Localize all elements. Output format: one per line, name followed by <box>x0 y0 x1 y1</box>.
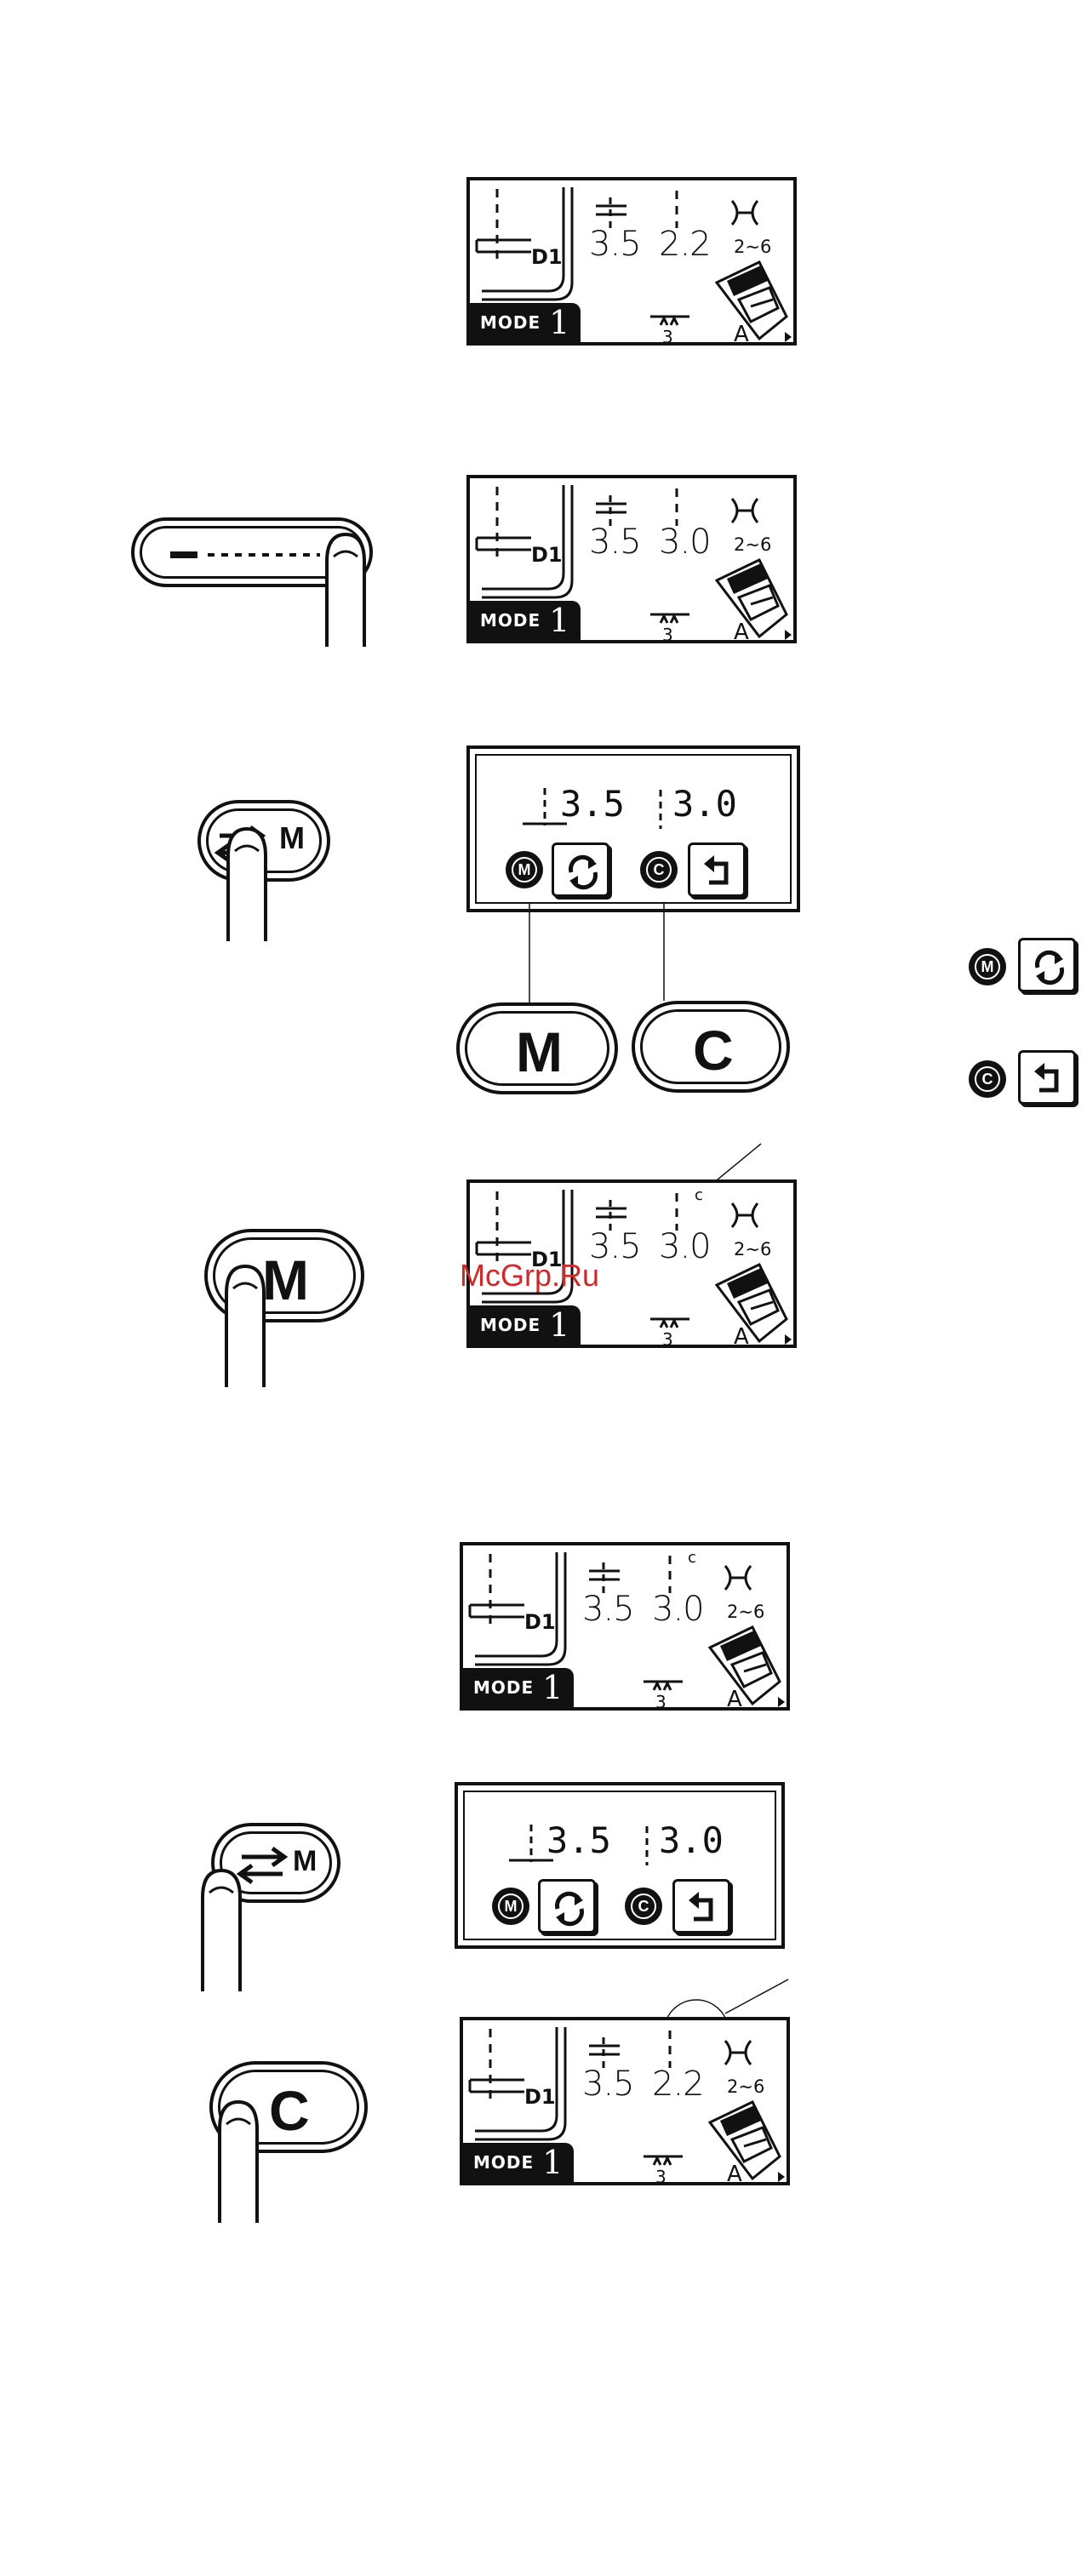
stitch-width-value: 3.5 <box>589 523 641 562</box>
presser-foot-letter: A <box>734 620 749 645</box>
mode-indicator: MODE 1 <box>463 2143 574 2182</box>
finger-pressing-c <box>216 2095 284 2223</box>
m-circle-icon: M <box>492 1888 529 1925</box>
length-symbol <box>638 1823 655 1874</box>
stitch-width-value: 3.5 <box>582 2065 634 2104</box>
presser-foot-letter: A <box>727 2162 742 2187</box>
memory-width-value: 3.5 <box>546 1819 611 1861</box>
mode-indicator: MODE 1 <box>470 303 581 342</box>
stitch-length-value: 3.0 <box>652 1590 704 1629</box>
c-circle-icon: C <box>625 1888 662 1925</box>
stitch-width-value: 3.5 <box>589 225 641 264</box>
finger-pressing-m <box>223 1259 291 1387</box>
callout-lines <box>466 851 807 1021</box>
m-button-label: M <box>516 1020 563 1084</box>
finger-pressing-memory <box>225 822 293 941</box>
presser-foot-letter: A <box>727 1687 742 1712</box>
tension-range: 2~6 <box>727 1602 764 1622</box>
stitch-length-value: 3.0 <box>659 1227 711 1266</box>
lcd-screen-5: D1 3.5 2.2 2~6 3 A MODE 1 <box>460 2017 790 2185</box>
refresh-icon <box>538 1879 596 1933</box>
lcd-screen-4: D1 3.5 3.0 c 2~6 3 A MODE 1 <box>460 1542 790 1711</box>
return-icon <box>672 1879 730 1933</box>
feed-setting-number: 3 <box>655 1692 667 1712</box>
mode-indicator: MODE 1 <box>470 601 581 640</box>
legend-m-circle-icon: M <box>969 948 1006 985</box>
length-symbol <box>652 786 669 837</box>
lcd-screen-2: D1 3.5 3.0 2~6 3 A MODE 1 <box>466 475 797 643</box>
stitch-length-value: 3.0 <box>659 523 711 562</box>
memory-length-value: 3.0 <box>659 1819 724 1861</box>
c-button[interactable]: C <box>632 1001 790 1093</box>
m-button[interactable]: M <box>456 1002 618 1094</box>
mode-d1-label: D1 <box>524 1610 556 1634</box>
mode-d1-label: D1 <box>531 245 563 269</box>
stitch-length-value: 2.2 <box>652 2065 704 2104</box>
tension-range: 2~6 <box>727 2076 764 2097</box>
custom-setting-mark: c <box>695 1186 703 1204</box>
width-symbol <box>506 1821 557 1872</box>
mode-d1-label: D1 <box>524 2085 556 2109</box>
stitch-width-value: 3.5 <box>582 1590 634 1629</box>
tension-range: 2~6 <box>734 534 771 555</box>
mode-indicator: MODE 1 <box>470 1305 581 1345</box>
tension-range: 2~6 <box>734 1239 771 1259</box>
legend-return-icon <box>1018 1050 1076 1105</box>
feed-setting-number: 3 <box>662 327 673 347</box>
c-button-label: C <box>693 1018 734 1082</box>
presser-foot-letter: A <box>734 1324 749 1350</box>
mode-indicator: MODE 1 <box>463 1668 574 1707</box>
feed-setting-number: 3 <box>662 1329 673 1350</box>
watermark: McGrp.Ru <box>460 1258 599 1294</box>
memory-dialog-2: 3.5 3.0 M C <box>455 1782 785 1949</box>
feed-setting-number: 3 <box>655 2167 667 2187</box>
memory-width-value: 3.5 <box>560 783 625 825</box>
legend-c-circle-icon: C <box>969 1060 1006 1098</box>
presser-foot-letter: A <box>734 322 749 347</box>
lcd-screen-1: D1 3.5 2.2 2~6 3 A MODE 1 <box>466 177 797 346</box>
finger-pressing-memory-2 <box>199 1864 267 1991</box>
memory-key-label: M <box>293 1845 317 1878</box>
custom-setting-mark: c <box>688 1549 696 1567</box>
finger-pressing-plus <box>323 528 392 647</box>
feed-setting-number: 3 <box>662 625 673 645</box>
memory-length-value: 3.0 <box>672 783 737 825</box>
mode-d1-label: D1 <box>531 543 563 567</box>
legend-refresh-icon <box>1018 938 1076 992</box>
tension-range: 2~6 <box>734 237 771 257</box>
stitch-length-value: 2.2 <box>659 225 711 264</box>
width-symbol <box>519 785 570 836</box>
